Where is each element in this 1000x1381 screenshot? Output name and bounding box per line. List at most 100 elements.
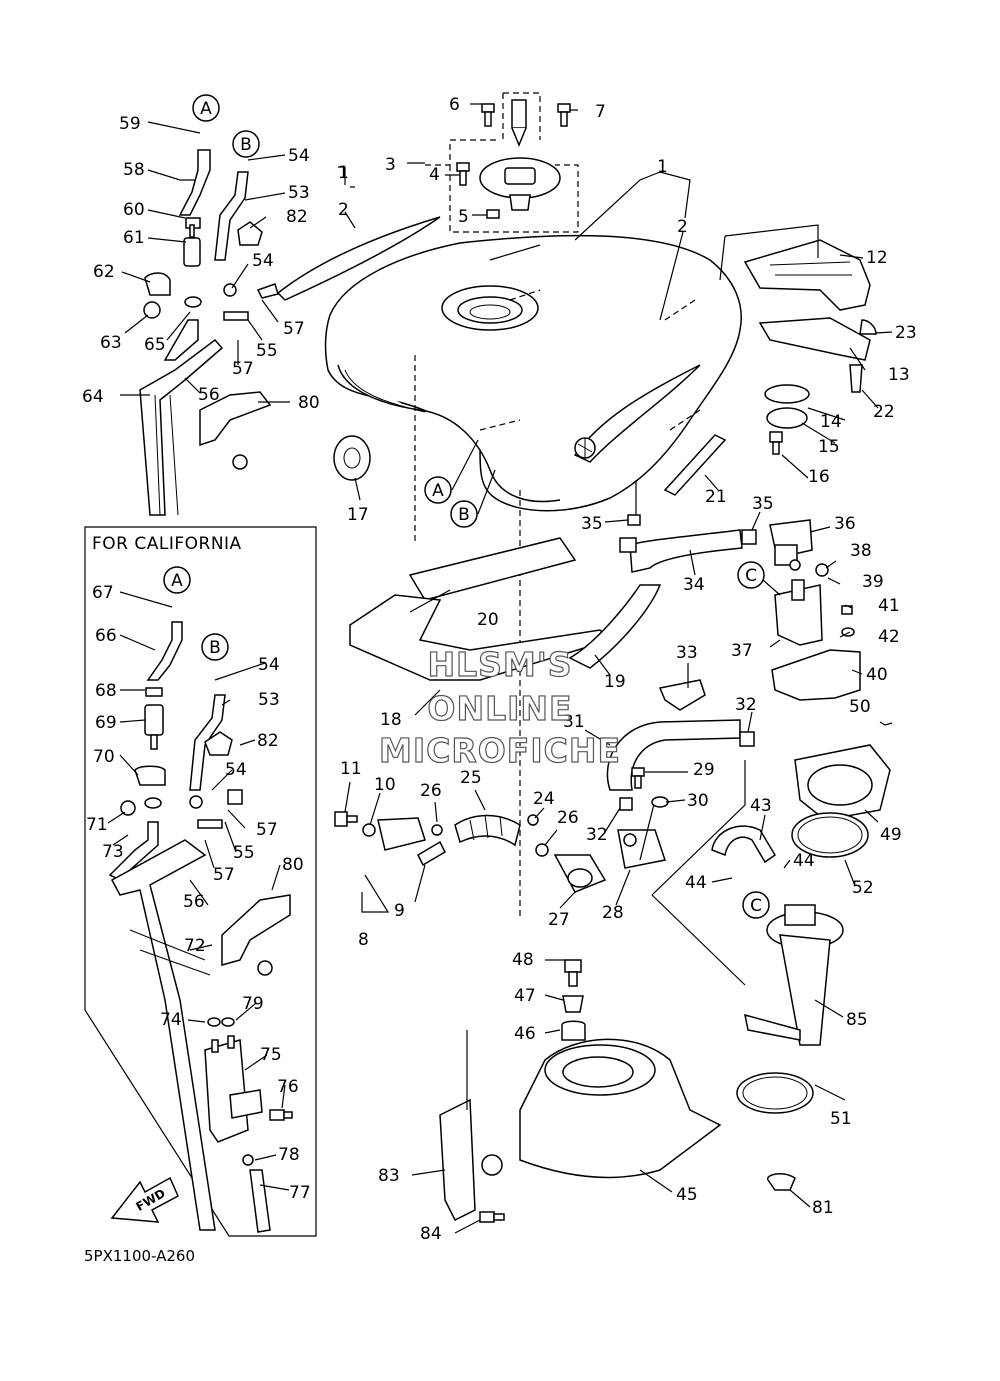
part-label: 30 [687,791,709,811]
watermark-line-3: MICROFICHE [379,731,621,770]
part-label: 11 [340,759,362,779]
part-label: 43 [750,796,772,816]
callout-letter-a: A [200,99,212,119]
part-label: 21 [705,487,727,507]
callout-letter-a: A [171,571,183,591]
valve-36-37 [769,519,861,701]
part-label: 16 [808,467,830,487]
part-label: 69 [95,713,117,733]
part-label: 12 [866,248,888,268]
callout-letter-b: B [458,505,470,525]
part-label: 70 [93,747,115,767]
part-label: 22 [873,402,895,422]
clamp-33 [658,679,706,711]
part-label: 4 [429,165,440,185]
cap-bolts [456,103,571,219]
part-label: 25 [460,768,482,788]
part-label: 49 [880,825,902,845]
part-label: 41 [878,596,900,616]
callout-letters-california [163,566,229,661]
part-label: 14 [820,412,842,432]
part-label: 80 [282,855,304,875]
part-label: 26 [557,808,579,828]
part-label: 53 [288,183,310,203]
callout-letter-c: C [750,896,762,916]
part-label: 56 [198,385,220,405]
part-label: 31 [563,712,585,732]
part-label: 37 [731,641,753,661]
part-label: 52 [852,878,874,898]
part-label: 26 [420,781,442,801]
part-label: 13 [888,365,910,385]
part-label: 45 [676,1185,698,1205]
callout-letters-upper [192,94,770,919]
part-label: 75 [260,1045,282,1065]
part-label: 1 [657,157,668,177]
part-label: 50 [849,697,871,717]
part-label: 78 [278,1145,300,1165]
part-label: 34 [683,575,705,595]
tank-bottom-plate [439,959,722,1223]
part-label: 61 [123,228,145,248]
diagram-code: 5PX1100-A260 [84,1247,195,1265]
clip-81 [767,1173,796,1191]
forward-direction-arrow: FWD [110,1176,179,1223]
part-label: 8 [358,930,369,950]
part-label: 85 [846,1010,868,1030]
upper-left-hoses [139,149,279,516]
part-label: 82 [257,731,279,751]
part-label: 44 [793,851,815,871]
part-label: 3 [385,155,396,175]
part-label: 23 [895,323,917,343]
part-label: 2 [677,217,688,237]
part-label: 63 [100,333,122,353]
part-label: 79 [242,994,264,1014]
part-label: 71 [86,815,108,835]
part-label: 39 [862,572,884,592]
part-label: 10 [374,775,396,795]
part-label: 44 [685,873,707,893]
callout-letter-b: B [209,638,221,658]
fuel-tank [324,234,742,512]
part-label: 54 [288,146,310,166]
hose-34 [619,514,757,573]
tank-emblem-left [276,216,441,301]
part-label: 32 [586,825,608,845]
part-label: 67 [92,583,114,603]
part-label: 53 [258,690,280,710]
part-label: 48 [512,950,534,970]
part-label: 57 [256,820,278,840]
part-label: 40 [866,665,888,685]
part-label: 17 [347,505,369,525]
part-label: 82 [286,207,308,227]
callout-letter-a: A [432,481,444,501]
tank-bracket-assembly [349,537,662,681]
callout-letter-b: B [240,135,252,155]
part-label: 74 [160,1010,182,1030]
part-label: 35 [581,514,603,534]
part-label: 55 [256,341,278,361]
part-label: 5 [458,207,469,227]
part-label: 56 [183,892,205,912]
part-label: 9 [394,901,405,921]
part-label: 6 [449,95,460,115]
tank-rear-cover [743,239,877,455]
part-label: 55 [233,843,255,863]
part-label: 51 [830,1109,852,1129]
part-label: 59 [119,114,141,134]
part-label: 2 [338,200,349,220]
part-label: 64 [82,387,104,407]
part-label: 57 [232,359,254,379]
part-label: 68 [95,681,117,701]
part-label: 73 [102,842,124,862]
part-label: 83 [378,1166,400,1186]
part-label: 60 [123,200,145,220]
part-label: 84 [420,1224,442,1244]
part-label: 36 [834,514,856,534]
california-box-title: FOR CALIFORNIA [92,534,242,554]
part-label: 27 [548,910,570,930]
part-label: 33 [676,643,698,663]
stripe-21 [663,434,727,496]
watermark-line-2: ONLINE [427,689,572,728]
